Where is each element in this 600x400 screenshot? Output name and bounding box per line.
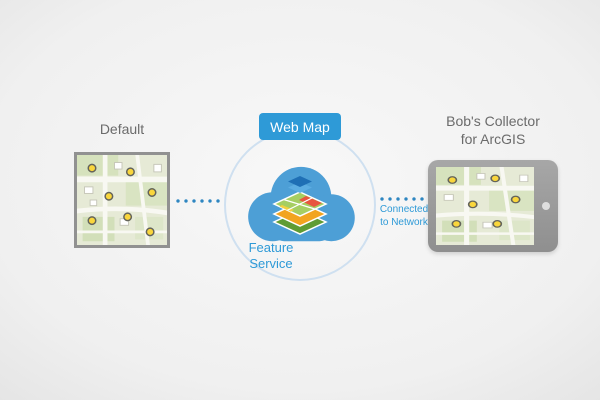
tablet-screen-map	[436, 167, 534, 245]
connector-left	[174, 199, 222, 203]
map-graphic	[77, 155, 167, 245]
connected-to-network-label: Connected to Network	[379, 204, 429, 228]
web-map-badge: Web Map	[259, 113, 341, 140]
web-map-badge-label: Web Map	[270, 118, 330, 135]
poi-marker-icon	[87, 163, 157, 237]
poi-marker-icon	[447, 174, 521, 228]
feature-service-label: Feature Service	[248, 240, 294, 272]
map-graphic	[436, 167, 534, 245]
map-layers-icon	[272, 176, 328, 240]
camera-icon	[542, 202, 550, 210]
tablet-device	[428, 160, 558, 252]
connector-right	[378, 197, 430, 201]
default-label: Default	[99, 121, 145, 137]
default-map-thumbnail	[74, 152, 170, 248]
device-label: Bob's Collector for ArcGIS	[446, 113, 540, 148]
